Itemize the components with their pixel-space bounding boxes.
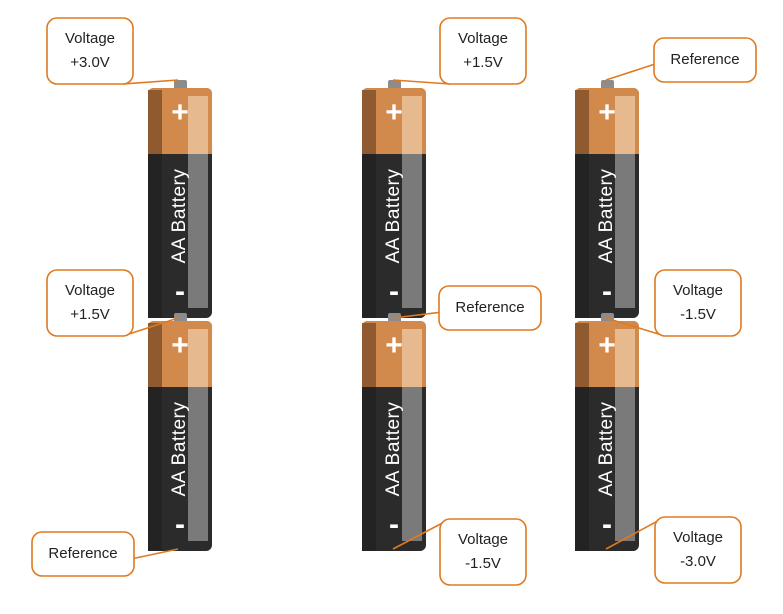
- callout-box: [438, 285, 542, 331]
- positive-terminal: [601, 80, 614, 90]
- copper-cap-shade: [575, 323, 589, 387]
- battery-col2-top: + - AA Battery: [362, 80, 426, 318]
- battery-label: AA Battery: [169, 402, 190, 497]
- callout-box: [46, 17, 134, 85]
- plus-sign: +: [385, 96, 403, 129]
- callout-c1-bottom: Reference: [31, 531, 179, 577]
- callout-label: Voltage: [673, 282, 723, 299]
- battery-col3-top: + - AA Battery: [575, 80, 639, 318]
- minus-sign: -: [175, 508, 185, 541]
- cap-highlight: [402, 96, 422, 154]
- callout-box: [654, 516, 742, 584]
- cap-highlight: [402, 329, 422, 387]
- callout-pointer: [133, 548, 179, 560]
- battery-shade: [148, 154, 162, 318]
- copper-cap-shade: [362, 323, 376, 387]
- battery-shade: [575, 154, 589, 318]
- copper-cap-shade: [362, 90, 376, 154]
- callout-value: +3.0V: [70, 54, 110, 71]
- battery-col3-bottom: + - AA Battery: [575, 313, 639, 551]
- callout-c1-top: Voltage +3.0V: [46, 17, 179, 85]
- minus-sign: -: [175, 275, 185, 308]
- copper-cap-shade: [575, 90, 589, 154]
- battery-col2-bottom: + - AA Battery: [362, 313, 426, 551]
- callout-box: [653, 37, 757, 83]
- callout-box: [439, 17, 527, 85]
- callout-label: Voltage: [673, 529, 723, 546]
- body-highlight: [402, 387, 422, 541]
- cap-highlight: [188, 329, 208, 387]
- battery-shade: [362, 154, 376, 318]
- minus-sign: -: [389, 508, 399, 541]
- copper-cap-shade: [148, 323, 162, 387]
- callout-pointer: [392, 79, 451, 85]
- battery-col1-top: + - AA Battery: [148, 80, 212, 318]
- plus-sign: +: [598, 96, 616, 129]
- body-highlight: [402, 154, 422, 308]
- battery-label: AA Battery: [383, 169, 404, 264]
- body-highlight: [615, 154, 635, 308]
- callout-pointer: [605, 516, 666, 550]
- callout-value: -3.0V: [680, 553, 716, 570]
- callout-pointer: [122, 79, 179, 85]
- callout-value: Reference: [670, 51, 739, 68]
- battery-shade: [575, 387, 589, 551]
- callout-pointer: [605, 63, 655, 81]
- copper-cap-shade: [148, 90, 162, 154]
- callout-pointer: [605, 317, 666, 337]
- cap-highlight: [615, 96, 635, 154]
- callout-c2-bottom: Voltage -1.5V: [392, 518, 527, 586]
- callout-box: [654, 269, 742, 337]
- battery-label: AA Battery: [596, 169, 617, 264]
- callout-value: Reference: [455, 299, 524, 316]
- battery-label: AA Battery: [169, 169, 190, 264]
- battery-label: AA Battery: [596, 402, 617, 497]
- callout-c3-bottom: Voltage -3.0V: [605, 516, 742, 584]
- minus-sign: -: [602, 275, 612, 308]
- callout-value: +1.5V: [70, 306, 110, 323]
- positive-terminal: [174, 313, 187, 323]
- body-highlight: [615, 387, 635, 541]
- callout-pointer: [122, 317, 179, 337]
- positive-terminal: [388, 80, 401, 90]
- body-highlight: [188, 387, 208, 541]
- minus-sign: -: [389, 275, 399, 308]
- callout-box: [46, 269, 134, 337]
- battery-label: AA Battery: [383, 402, 404, 497]
- callout-label: Voltage: [65, 30, 115, 47]
- battery-shade: [148, 387, 162, 551]
- callout-c1-mid: Voltage +1.5V: [46, 269, 179, 337]
- callout-label: Voltage: [65, 282, 115, 299]
- callout-label: Voltage: [458, 531, 508, 548]
- callout-c3-mid: Voltage -1.5V: [605, 269, 742, 337]
- minus-sign: -: [602, 508, 612, 541]
- positive-terminal: [174, 80, 187, 90]
- plus-sign: +: [171, 96, 189, 129]
- plus-sign: +: [171, 329, 189, 362]
- callout-value: Reference: [48, 545, 117, 562]
- callout-value: +1.5V: [463, 54, 503, 71]
- callout-value: -1.5V: [465, 555, 501, 572]
- callout-c2-top: Voltage +1.5V: [392, 17, 527, 85]
- plus-sign: +: [385, 329, 403, 362]
- cap-highlight: [188, 96, 208, 154]
- callout-value: -1.5V: [680, 306, 716, 323]
- callout-box: [439, 518, 527, 586]
- battery-shade: [362, 387, 376, 551]
- callout-c3-top: Reference: [605, 37, 757, 83]
- callout-pointer: [392, 311, 440, 319]
- callout-box: [31, 531, 135, 577]
- callout-label: Voltage: [458, 30, 508, 47]
- plus-sign: +: [598, 329, 616, 362]
- callout-c2-mid: Reference: [392, 285, 542, 331]
- body-highlight: [188, 154, 208, 308]
- cap-highlight: [615, 329, 635, 387]
- battery-col1-bottom: + - AA Battery: [148, 313, 212, 551]
